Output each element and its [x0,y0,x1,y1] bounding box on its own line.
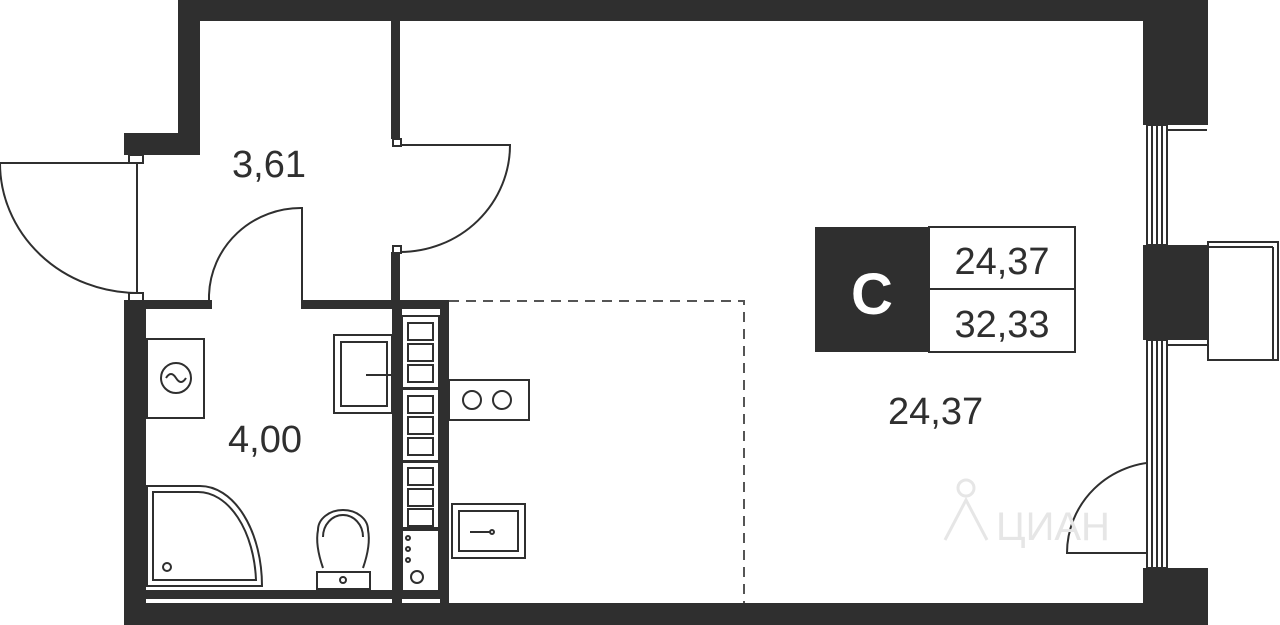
entrance-door [0,162,138,295]
cabinet-icon [401,315,440,593]
apartment-badge: С 24,37 32,33 [815,226,1076,353]
kitchen-zone [449,300,745,603]
kitchen-sink-icon [451,503,526,559]
living-area-value: 24,37 [954,241,1049,283]
window-upper [1146,124,1207,246]
watermark: ЦИАН [943,478,1110,549]
shower-icon [146,485,264,587]
outer-walls [124,0,1208,625]
balcony-door [1065,460,1161,554]
window-balcony [1207,241,1279,361]
room-area-hall: 3,61 [232,144,306,186]
apartment-type: С [851,262,893,327]
room-area-bathroom: 4,00 [228,419,302,461]
partitions [140,21,449,605]
sink-icon [333,334,393,414]
total-area-value: 32,33 [954,304,1049,346]
watermark-text: ЦИАН [996,505,1110,549]
window-lower [1146,339,1207,569]
bathroom-door [208,206,303,300]
stove-icon [448,379,530,421]
room-area-living: 24,37 [888,391,983,433]
toilet-icon [316,509,371,590]
room-door [399,144,512,253]
washing-machine-icon [146,338,205,419]
